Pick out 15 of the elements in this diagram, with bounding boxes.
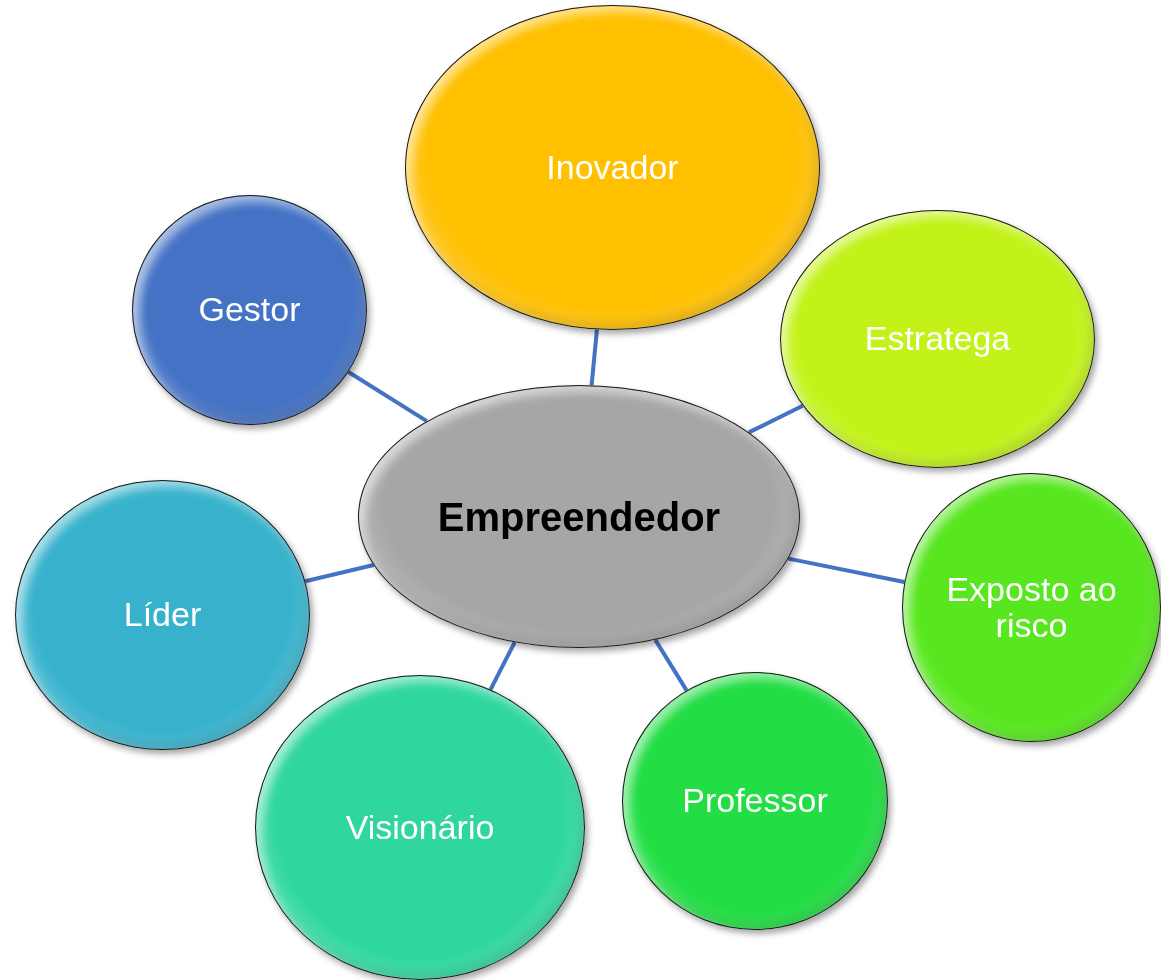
connector-line [748,403,804,435]
connector-line [347,370,428,423]
topic-label: Estratega [864,321,1011,357]
central-title: Empreendedor [437,495,721,538]
topic-label: Líder [123,597,202,633]
connector-line [488,641,517,691]
connector-line [787,556,905,584]
connector-line [589,329,599,386]
connector-line [304,563,375,584]
topic-label: Inovador [546,149,679,186]
topic-label: Visionário [345,809,495,846]
topic-label: Exposto ao risco [945,571,1118,644]
connector-line [653,638,689,692]
topic-label: Gestor [198,292,301,328]
topic-label: Professor [682,783,828,819]
